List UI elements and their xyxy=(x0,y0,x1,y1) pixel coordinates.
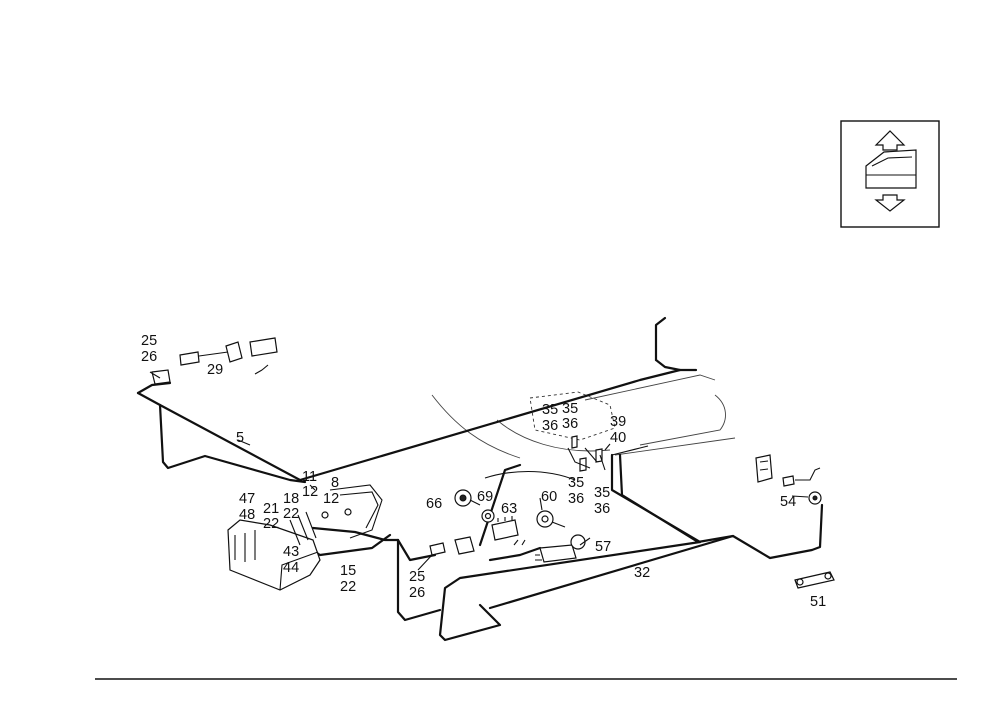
callout-22-upper: 22 xyxy=(283,506,299,522)
callout-36-a: 36 xyxy=(542,418,558,434)
relay-block-35-36 xyxy=(567,435,649,472)
callout-5: 5 xyxy=(236,430,244,446)
callout-12-lower: 12 xyxy=(323,491,339,507)
callout-48: 48 xyxy=(239,507,255,523)
vehicle-front-orientation-icon xyxy=(840,120,940,228)
callout-15: 15 xyxy=(340,563,356,579)
callout-8: 8 xyxy=(331,475,339,491)
callout-57: 57 xyxy=(595,539,611,555)
callout-12-upper: 12 xyxy=(302,484,318,500)
callout-labels: 25 26 29 5 11 8 12 18 12 47 48 21 22 22 … xyxy=(141,333,826,610)
part-66 xyxy=(454,489,481,507)
part-51 xyxy=(794,571,835,589)
vehicle-body-outline xyxy=(431,374,736,459)
callout-29: 29 xyxy=(207,362,223,378)
connector-25-26-left xyxy=(149,369,171,385)
callout-36-c: 36 xyxy=(568,491,584,507)
callout-35-d: 35 xyxy=(594,485,610,501)
callout-21: 21 xyxy=(263,501,279,517)
wires-18-22 xyxy=(289,511,317,546)
callout-40: 40 xyxy=(610,430,626,446)
callout-32: 32 xyxy=(634,565,650,581)
callout-35-b: 35 xyxy=(562,401,578,417)
callout-36-b: 36 xyxy=(562,416,578,432)
part-69 xyxy=(481,509,495,523)
callout-63: 63 xyxy=(501,501,517,517)
callout-35-c: 35 xyxy=(568,475,584,491)
callout-54: 54 xyxy=(780,494,796,510)
callout-43: 43 xyxy=(283,544,299,560)
callout-25-center: 25 xyxy=(409,569,425,585)
connector-25-26-center xyxy=(429,536,526,556)
callout-25-left: 25 xyxy=(141,333,157,349)
connector-29 xyxy=(179,337,278,375)
callout-26-center: 26 xyxy=(409,585,425,601)
callout-11: 11 xyxy=(302,469,317,485)
callout-22-lower: 22 xyxy=(340,579,356,595)
callout-18: 18 xyxy=(283,491,299,507)
part-60 xyxy=(536,510,566,528)
connector-54 xyxy=(755,454,822,505)
callout-36-d: 36 xyxy=(594,501,610,517)
main-harness-5 xyxy=(136,316,698,484)
leader-lines xyxy=(237,439,809,571)
rear-harness-32 xyxy=(438,453,824,642)
bracket-8-12 xyxy=(321,484,383,539)
callout-26-left: 26 xyxy=(141,349,157,365)
callout-35-a: 35 xyxy=(542,402,558,418)
callout-69: 69 xyxy=(477,489,493,505)
part-57-motor xyxy=(535,534,586,563)
callout-39: 39 xyxy=(610,414,626,430)
callout-44: 44 xyxy=(283,560,299,576)
callout-22-mid: 22 xyxy=(263,516,279,532)
callout-60: 60 xyxy=(541,489,557,505)
callout-47: 47 xyxy=(239,491,255,507)
callout-51: 51 xyxy=(810,594,826,610)
callout-66: 66 xyxy=(426,496,442,512)
part-63 xyxy=(491,516,519,541)
